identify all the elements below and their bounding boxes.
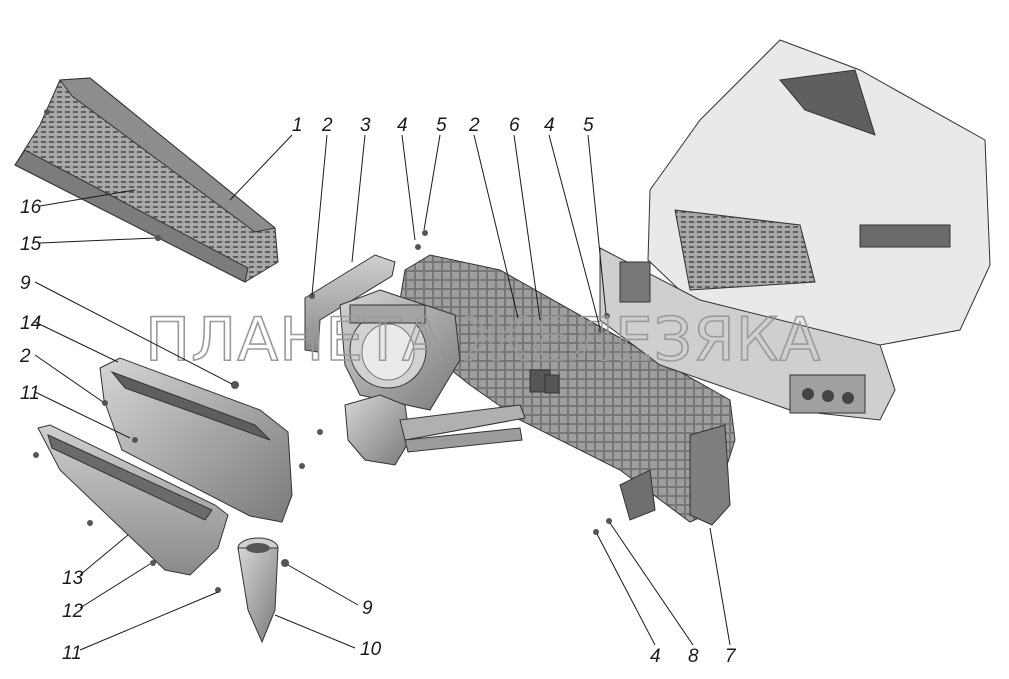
callouts: 1 2 3 4 5 2 6 4 5 16 15 9 14 2 11 13 12 … [19,115,737,667]
callout-12: 12 [62,601,84,622]
callout-2: 2 [321,115,333,136]
nozzle-part [237,537,279,644]
callout-4b: 4 [544,115,555,136]
cowl-panel-part [14,77,279,283]
callout-7: 7 [725,646,737,667]
callout-16: 16 [20,197,42,218]
callout-4: 4 [397,115,408,136]
lower-duct-part [37,424,229,576]
callout-6: 6 [509,115,520,136]
callout-9b: 9 [362,598,373,619]
callout-9: 9 [20,273,31,294]
callout-10: 10 [360,639,382,660]
callout-11: 11 [20,383,40,404]
callout-14: 14 [20,313,41,334]
callout-15: 15 [20,234,42,255]
callout-5: 5 [436,115,447,136]
heater-unit-part [339,254,736,526]
bracket-part [304,254,396,353]
callout-11b: 11 [62,643,82,664]
callout-5b: 5 [583,115,594,136]
callout-2b: 2 [468,115,480,136]
callout-2c: 2 [19,346,31,367]
callout-8: 8 [688,646,699,667]
valve-assembly-part [344,394,526,466]
callout-1: 1 [292,115,303,136]
fasteners [33,230,612,593]
truck-front-part [599,39,991,421]
callout-4c: 4 [650,646,661,667]
callout-3: 3 [360,115,371,136]
upper-duct-part [99,357,293,523]
leader-lines [34,134,731,651]
callout-13: 13 [62,568,84,589]
watermark: ПЛАНЕТА ЖЕЛЕЗЯКА [145,305,821,375]
